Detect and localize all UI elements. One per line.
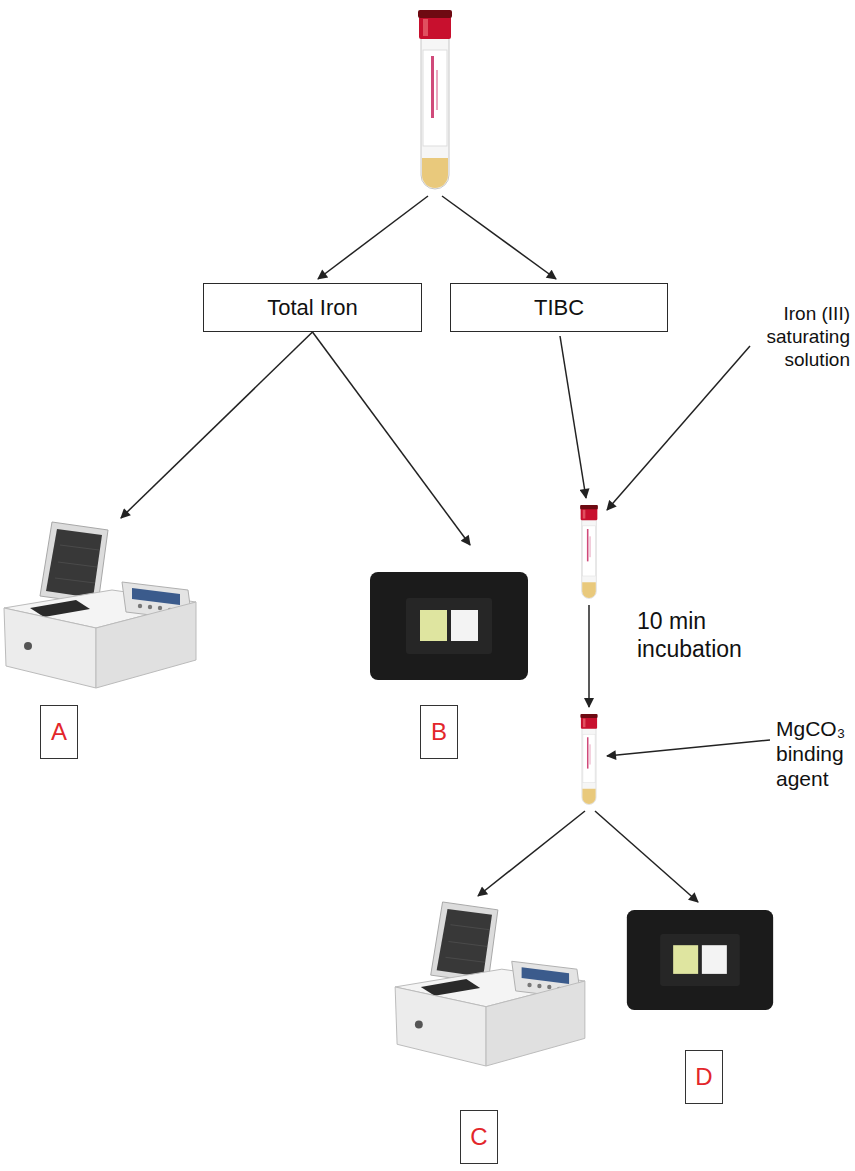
- annotation-text: MgCO₃ binding agent: [776, 716, 852, 792]
- pointer-arrow: [607, 346, 750, 510]
- blood-tube: [580, 714, 597, 804]
- flow-arrow: [478, 811, 585, 896]
- process-box: Total Iron: [203, 283, 422, 332]
- test-strip: [370, 572, 528, 680]
- process-box: TIBC: [450, 283, 668, 332]
- callout-letter: B: [431, 718, 447, 746]
- test-strip: [627, 910, 773, 1010]
- annotation-text: 10 min incubation: [637, 608, 772, 663]
- flow-arrow: [442, 196, 556, 279]
- label-box: D: [685, 1050, 723, 1104]
- flow-arrow: [318, 196, 428, 279]
- box-label: TIBC: [534, 295, 584, 321]
- flow-arrow: [595, 811, 698, 902]
- flow-arrow: [588, 605, 590, 707]
- annotation-text: Iron (III) saturating solution: [752, 303, 850, 371]
- instrument-group: A: [0, 518, 205, 764]
- flow-arrow: [560, 336, 586, 498]
- callout-letter: C: [470, 1123, 487, 1151]
- label-box: C: [460, 1110, 498, 1164]
- callout-letter: A: [51, 718, 67, 746]
- blood-tube: [418, 10, 452, 189]
- pointer-arrow: [607, 740, 770, 756]
- label-box: A: [40, 705, 78, 759]
- callout-letter: D: [695, 1063, 712, 1091]
- box-label: Total Iron: [267, 295, 358, 321]
- spectrophotometer: [4, 522, 196, 688]
- blood-tube: [580, 505, 598, 598]
- spectrophotometer: [395, 902, 585, 1066]
- instrument-group: C: [385, 898, 595, 1168]
- label-box: B: [420, 705, 458, 759]
- flow-arrow: [313, 332, 471, 545]
- instrument-group: D: [622, 905, 780, 1107]
- flow-arrow: [121, 332, 313, 518]
- instrument-group: B: [368, 545, 530, 763]
